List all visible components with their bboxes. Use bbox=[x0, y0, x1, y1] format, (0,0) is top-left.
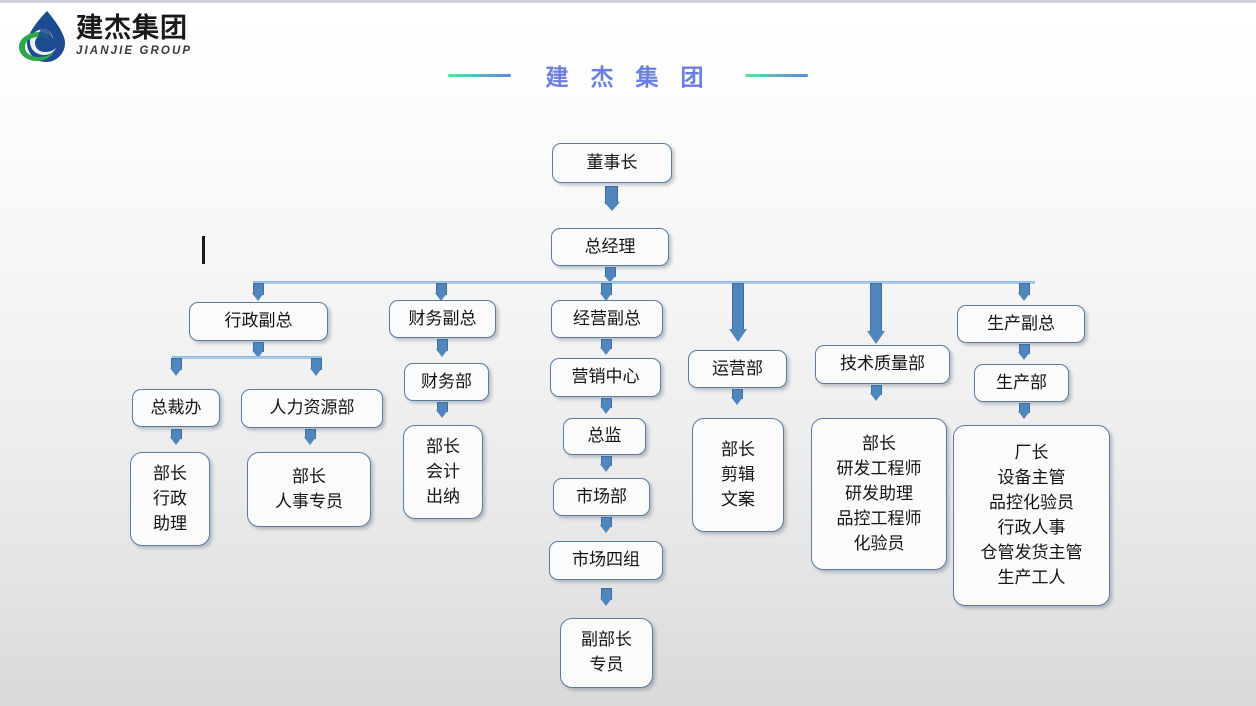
node-marketing-center[interactable]: 营销中心 bbox=[550, 358, 661, 397]
role-line: 品控化验员 bbox=[989, 492, 1074, 513]
node-label: 市场四组 bbox=[572, 550, 640, 570]
node-label: 总裁办 bbox=[150, 397, 202, 418]
node-chairman[interactable]: 董事长 bbox=[552, 143, 672, 183]
role-line: 仓管发货主管 bbox=[980, 542, 1083, 563]
node-presidents-office[interactable]: 总裁办 bbox=[132, 389, 220, 427]
title-rule-left bbox=[448, 73, 512, 77]
node-roles-finance[interactable]: 部长 会计 出纳 bbox=[403, 425, 483, 519]
role-line: 化验员 bbox=[853, 533, 905, 554]
water-drop-logo-icon bbox=[14, 9, 72, 65]
logo-name-en: JIANJIE GROUP bbox=[76, 45, 193, 57]
node-roles-marketing[interactable]: 副部长 专员 bbox=[560, 618, 653, 688]
logo-wordmark: 建杰集团 JIANJIE GROUP bbox=[76, 14, 206, 58]
node-marketing-group-four[interactable]: 市场四组 bbox=[549, 541, 663, 580]
node-label: 生产部 bbox=[996, 372, 1047, 393]
node-label: 总监 bbox=[587, 426, 622, 446]
node-roles-production[interactable]: 厂长 设备主管 品控化验员 行政人事 仓管发货主管 生产工人 bbox=[953, 425, 1110, 606]
role-line: 部长 bbox=[862, 433, 896, 454]
top-edge-strip bbox=[0, 0, 1256, 3]
node-vp-production[interactable]: 生产副总 bbox=[957, 305, 1085, 343]
role-line: 品控工程师 bbox=[836, 508, 922, 529]
node-label: 行政副总 bbox=[224, 311, 293, 331]
level2-distribution-bar bbox=[253, 281, 1035, 284]
title-rule-right bbox=[744, 73, 808, 77]
node-dept-operations[interactable]: 运营部 bbox=[688, 350, 787, 388]
node-label: 经营副总 bbox=[573, 308, 641, 329]
node-roles-admin[interactable]: 部长 行政 助理 bbox=[130, 452, 210, 546]
role-line: 会计 bbox=[426, 461, 460, 482]
role-line: 研发助理 bbox=[845, 483, 913, 504]
role-line: 出纳 bbox=[426, 486, 460, 507]
role-line: 剪辑 bbox=[721, 464, 755, 485]
admin-distribution-bar bbox=[172, 356, 322, 359]
node-label: 技术质量部 bbox=[840, 354, 925, 374]
node-roles-hr[interactable]: 部长 人事专员 bbox=[247, 452, 371, 527]
node-hr-department[interactable]: 人力资源部 bbox=[241, 389, 383, 428]
node-production-department[interactable]: 生产部 bbox=[974, 364, 1069, 402]
role-line: 行政人事 bbox=[997, 517, 1066, 538]
role-line: 专员 bbox=[589, 655, 624, 675]
page-title: 建 杰 集 团 bbox=[448, 58, 808, 92]
node-vp-finance[interactable]: 财务副总 bbox=[389, 300, 496, 338]
role-line: 人事专员 bbox=[275, 491, 343, 512]
node-marketing-department[interactable]: 市场部 bbox=[553, 478, 650, 516]
node-finance-department[interactable]: 财务部 bbox=[404, 363, 489, 401]
node-vp-admin[interactable]: 行政副总 bbox=[189, 302, 328, 341]
node-label: 营销中心 bbox=[571, 367, 640, 387]
node-general-manager[interactable]: 总经理 bbox=[551, 228, 669, 266]
node-label: 市场部 bbox=[576, 486, 627, 507]
company-logo: 建杰集团 JIANJIE GROUP bbox=[14, 8, 204, 66]
node-label: 运营部 bbox=[712, 358, 763, 379]
node-roles-operations[interactable]: 部长 剪辑 文案 bbox=[692, 418, 784, 532]
node-dept-technical-quality[interactable]: 技术质量部 bbox=[815, 345, 950, 384]
node-director[interactable]: 总监 bbox=[563, 418, 646, 455]
page-title-text: 建 杰 集 团 bbox=[545, 65, 711, 91]
role-line: 研发工程师 bbox=[836, 458, 922, 479]
role-line: 行政 bbox=[153, 488, 187, 509]
node-label: 董事长 bbox=[586, 152, 638, 173]
role-line: 部长 bbox=[153, 463, 187, 484]
node-roles-technical-quality[interactable]: 部长 研发工程师 研发助理 品控工程师 化验员 bbox=[811, 418, 947, 570]
role-line: 厂长 bbox=[1014, 442, 1049, 463]
logo-name-cn: 建杰集团 bbox=[76, 13, 188, 44]
role-line: 文案 bbox=[721, 489, 755, 510]
role-line: 设备主管 bbox=[997, 467, 1066, 488]
role-line: 生产工人 bbox=[997, 567, 1066, 588]
node-vp-operations[interactable]: 经营副总 bbox=[551, 300, 663, 338]
node-label: 总经理 bbox=[584, 236, 636, 257]
text-caret bbox=[202, 236, 205, 264]
node-label: 人力资源部 bbox=[269, 398, 355, 418]
role-line: 助理 bbox=[153, 513, 187, 534]
role-line: 副部长 bbox=[581, 630, 632, 650]
node-label: 财务部 bbox=[421, 371, 472, 392]
node-label: 财务副总 bbox=[408, 308, 477, 329]
role-line: 部长 bbox=[292, 466, 326, 487]
node-label: 生产副总 bbox=[987, 313, 1055, 334]
header-band bbox=[0, 3, 1256, 31]
role-line: 部长 bbox=[426, 436, 460, 457]
role-line: 部长 bbox=[721, 439, 755, 460]
